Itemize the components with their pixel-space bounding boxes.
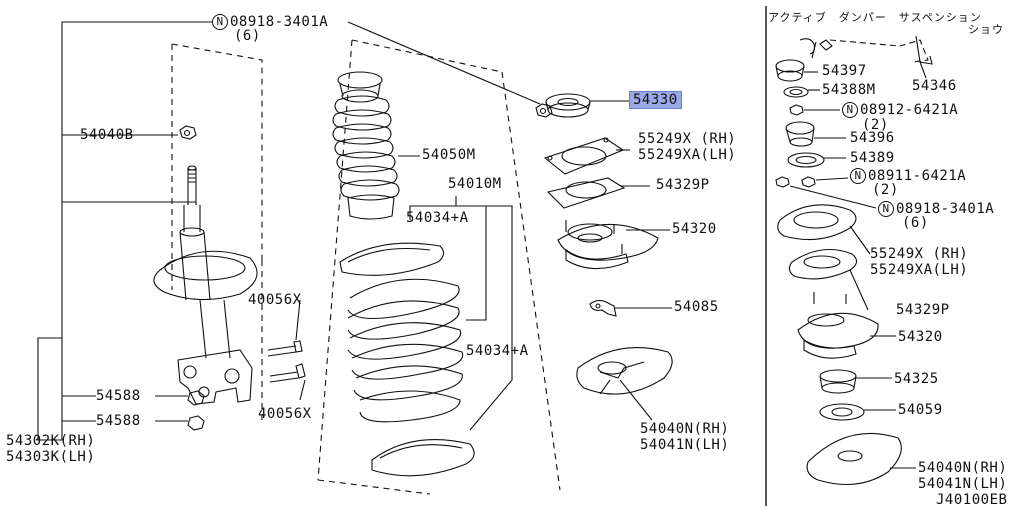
side-callout-54325[interactable]: 54325 [894, 371, 939, 387]
callout-54329p[interactable]: 54329P [656, 177, 710, 193]
circle-n-icon: N [842, 102, 858, 118]
callout-54085[interactable]: 54085 [674, 299, 719, 315]
callout-54320[interactable]: 54320 [672, 221, 717, 237]
side-callout-54320[interactable]: 54320 [898, 329, 943, 345]
side-panel-drawing [775, 35, 933, 485]
callout-54010m[interactable]: 54010M [448, 176, 502, 192]
side-callout-plate-lh[interactable]: 55249XA(LH) [870, 262, 969, 278]
spring-boot-group [317, 39, 561, 495]
callout-strut-lh[interactable]: 54303K(LH) [6, 449, 96, 465]
side-callout-bolt-08912-qty: (2) [862, 117, 889, 133]
callout-strut-rh[interactable]: 54302K(RH) [6, 433, 96, 449]
callout-40056x-bottom[interactable]: 40056X [258, 406, 312, 422]
side-callout-54329p[interactable]: 54329P [896, 302, 950, 318]
side-callout-plate-rh[interactable]: 55249X (RH) [870, 246, 969, 262]
callout-seat-rh[interactable]: 54040N(RH) [640, 421, 730, 437]
callout-bolt-main-part: 08918-3401A [230, 14, 329, 30]
side-panel-heading: アクティブ ダンパー サスペンション [768, 11, 982, 24]
callout-bolt-main-qty: (6) [234, 28, 261, 44]
side-callout-bolt-08911-part: 08911-6421A [868, 168, 967, 184]
diagram-code: J40100EB [936, 492, 1008, 508]
side-callout-seat-rh[interactable]: 54040N(RH) [918, 460, 1008, 476]
callout-40056x-top[interactable]: 40056X [248, 292, 302, 308]
circle-n-icon: N [850, 168, 866, 184]
side-callout-bolt-08912-part: 08912-6421A [860, 102, 959, 118]
side-callout-bolt-08918-qty: (6) [902, 215, 929, 231]
side-callout-54389[interactable]: 54389 [850, 150, 895, 166]
callout-seat-lh[interactable]: 54041N(LH) [640, 437, 730, 453]
side-callout-bolt-08911-qty: (2) [872, 182, 899, 198]
side-callout-54397[interactable]: 54397 [822, 63, 867, 79]
callout-55249-rh[interactable]: 55249X (RH) [638, 131, 737, 147]
side-callout-54396[interactable]: 54396 [850, 130, 895, 146]
circle-n-icon: N [212, 14, 228, 30]
side-callout-54059[interactable]: 54059 [898, 402, 943, 418]
top-mount-group [347, 21, 673, 421]
callout-55249-lh[interactable]: 55249XA(LH) [638, 147, 737, 163]
side-callout-54388m[interactable]: 54388M [822, 82, 876, 98]
callout-54330-highlighted[interactable]: 54330 [629, 91, 682, 109]
strut-assembly-group [37, 21, 306, 441]
side-callout-54346[interactable]: 54346 [912, 78, 957, 94]
callout-seat-upper[interactable]: 54034+A [406, 210, 469, 226]
side-callout-bolt-08918-part: 08918-3401A [896, 201, 995, 217]
callout-seat-lower[interactable]: 54034+A [466, 343, 529, 359]
callout-54040b[interactable]: 54040B [80, 127, 134, 143]
callout-54050m[interactable]: 54050M [422, 147, 476, 163]
callout-54588-top[interactable]: 54588 [96, 388, 141, 404]
side-panel-heading-2: ショウ [968, 23, 1004, 36]
circle-n-icon: N [878, 201, 894, 217]
side-callout-seat-lh[interactable]: 54041N(LH) [918, 476, 1008, 492]
callout-54588-bottom[interactable]: 54588 [96, 413, 141, 429]
